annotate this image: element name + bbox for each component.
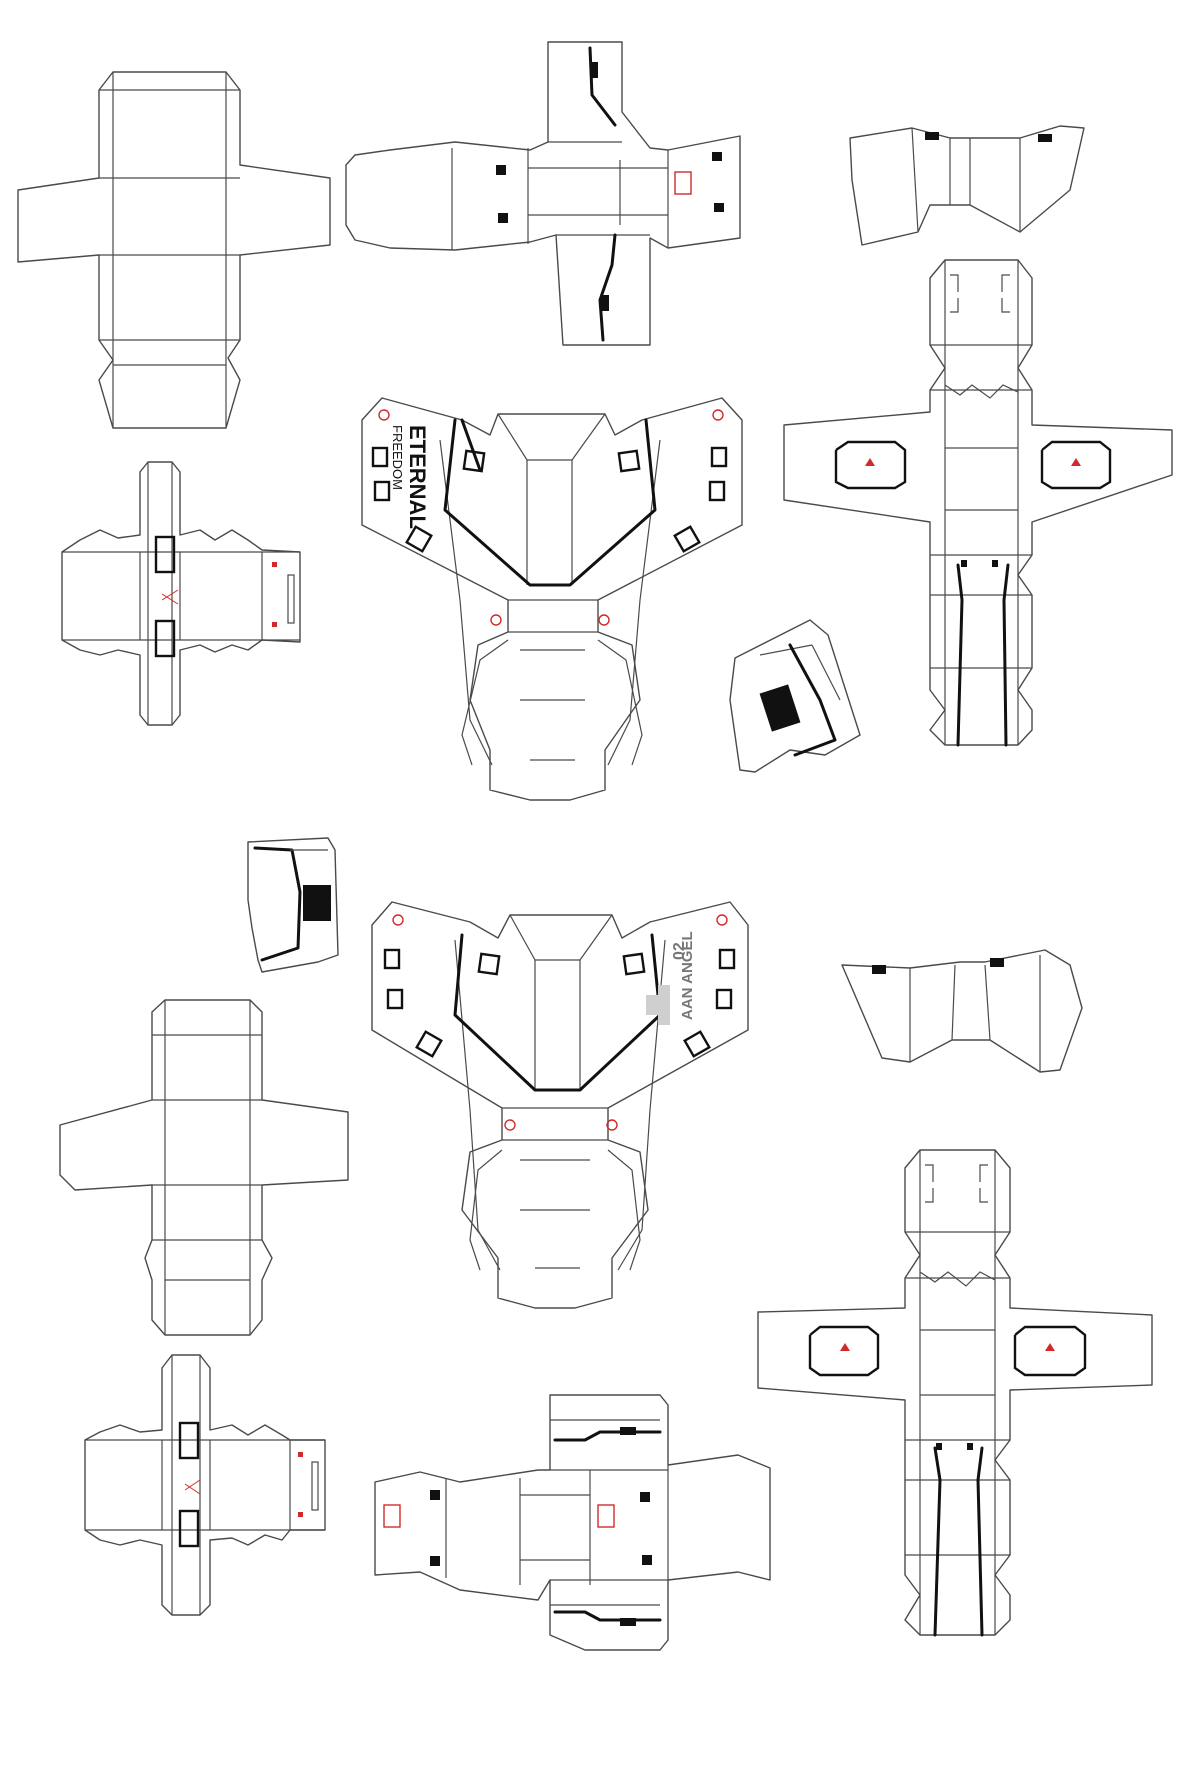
logo-bottom-line1: AAN ANGEL xyxy=(679,931,696,1020)
logo-top-line2: FREEDOM xyxy=(390,425,405,490)
wing-backpack-top: ETERNAL FREEDOM xyxy=(361,397,743,801)
leg-net-top-right xyxy=(783,259,1173,747)
bowtie-strip-bottom-right xyxy=(841,949,1083,1073)
angel-logo: AAN ANGEL 02 xyxy=(646,931,696,1025)
bowtie-strip-top-right xyxy=(849,125,1085,246)
arm-net-bottom-left xyxy=(84,1354,326,1616)
leg-net-bottom-right xyxy=(757,1149,1153,1637)
logo-bottom-line2: 02 xyxy=(671,942,688,960)
shoulder-net-bottom xyxy=(374,1394,771,1651)
cross-net-part-top-left xyxy=(17,71,331,429)
cross-net-part-bottom-left xyxy=(59,999,349,1336)
shoulder-net-top xyxy=(345,41,741,346)
wing-backpack-bottom: AAN ANGEL 02 xyxy=(371,901,749,1309)
logo-top-line1: ETERNAL xyxy=(405,425,430,529)
arm-net-top-left xyxy=(61,461,301,726)
small-box-piece-bottom xyxy=(247,837,339,973)
small-box-piece-top xyxy=(729,619,861,773)
eternal-freedom-logo: ETERNAL FREEDOM xyxy=(390,425,430,529)
